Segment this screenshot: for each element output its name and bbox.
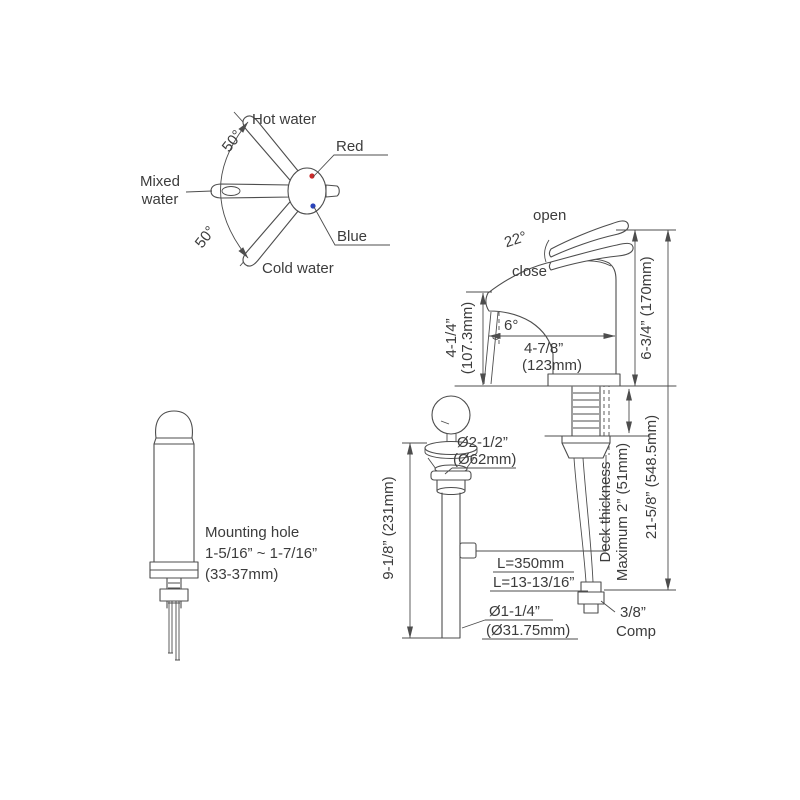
mixed-water-leader — [185, 190, 213, 193]
blue-label: Blue — [337, 228, 367, 245]
drain-knob-stem — [446, 434, 457, 442]
front-shoulder — [153, 437, 195, 445]
mounting-hole-label-1: Mounting hole — [205, 524, 299, 541]
cold-angle-label: 50° — [192, 223, 219, 251]
pivot-nut — [459, 542, 477, 559]
hot-indicator-dot — [309, 173, 315, 179]
connection-type-label: Comp — [616, 623, 656, 640]
drain-length-label: 9-1/8” (231mm) — [380, 476, 397, 579]
water-stream — [483, 311, 499, 385]
drain-tailpipe — [441, 492, 461, 639]
cold-water-label: Cold water — [262, 260, 334, 277]
spout-reach-in-label: 4-7/8” — [524, 340, 563, 357]
pipe-dia-mm-label: (Ø31.75mm) — [486, 622, 570, 639]
drain-taper — [427, 457, 475, 470]
mounting-hole-label-3: (33-37mm) — [205, 566, 278, 583]
rotation-arc — [220, 121, 249, 259]
stream-angle-label: 6° — [504, 317, 518, 334]
deck-thickness-label-1: Deck thickness — [597, 462, 614, 563]
drain-locknut-base — [436, 486, 466, 496]
pipe-dia-in-label: Ø1-1/4” — [489, 603, 540, 620]
mounting-hole-label-2: 1-5/16” ~ 1-7/16” — [205, 545, 317, 562]
drain-knob — [431, 395, 471, 435]
deck-thickness-label-2: Maximum 2” (51mm) — [614, 443, 631, 581]
mounting-nut — [561, 435, 611, 459]
front-supply-tubes — [168, 601, 180, 660]
red-label: Red — [336, 138, 364, 155]
handle-angle-arc — [544, 239, 550, 263]
comp-fitting-end — [583, 603, 599, 614]
spout-reach-mm-label: (123mm) — [522, 357, 582, 374]
comp-fitting-nut — [577, 591, 605, 605]
handle-body-top — [287, 167, 327, 215]
drain-washer — [430, 470, 472, 481]
supply-hose — [573, 457, 594, 583]
drain-flange-rim — [424, 448, 478, 459]
drain-knob-detail — [440, 420, 450, 425]
flange-dia-mm-label: (Ø62mm) — [453, 451, 516, 468]
spout-height-in-label: 4-1/4” — [443, 318, 460, 357]
overall-length-label: 21-5/8” (548.5mm) — [643, 415, 660, 539]
front-mounting-nut — [159, 588, 189, 602]
hose-length-in-label: L=13-13/16” — [493, 574, 574, 591]
faucet-base-flange — [547, 373, 621, 387]
shank — [571, 386, 601, 437]
mixed-water-label-2: water — [141, 191, 179, 208]
hose-length-mm-label: L=350mm — [497, 555, 564, 572]
comp-leader — [600, 600, 616, 613]
top-view-handle-rotation: Hot water 50° Mixed water 50° Cold water… — [140, 111, 390, 277]
comp-fitting-top — [580, 581, 602, 593]
close-label: close — [512, 263, 547, 280]
shank-threads — [573, 392, 599, 429]
spout-tip-top — [325, 184, 340, 198]
spout-height-mm-label: (107.3mm) — [459, 302, 476, 375]
hot-water-label: Hot water — [252, 111, 316, 128]
handle-angle-label: 22° — [502, 228, 529, 251]
handle-closed — [548, 242, 634, 271]
front-body-sides — [153, 443, 195, 563]
front-shank-threads — [168, 582, 180, 604]
connection-size-label: 3/8” — [620, 604, 646, 621]
front-tube-ends — [168, 652, 180, 661]
red-leader — [312, 154, 388, 178]
mixed-water-label-1: Mixed — [140, 173, 180, 190]
blue-leader — [313, 206, 390, 246]
front-view-faucet: Mounting hole 1-5/16” ~ 1-7/16” (33-37mm… — [149, 410, 317, 661]
lever-mixed-position — [210, 183, 295, 199]
popup-pivot-rod — [476, 455, 607, 552]
hose-length-underlines — [490, 571, 588, 592]
handle-open — [548, 220, 629, 258]
hot-angle-label: 50° — [219, 127, 246, 155]
flange-dia-leader — [444, 467, 516, 475]
total-height-label: 6-3/4” (170mm) — [638, 256, 655, 359]
pipe-dia-leader — [461, 619, 578, 640]
flange-dia-in-label: Ø2-1/2” — [457, 434, 508, 451]
front-handle-dome — [155, 410, 193, 439]
side-view-main: open 22° close 6° 4-1/4” (107.3mm) 4-7/8… — [380, 207, 677, 640]
open-label: open — [533, 207, 566, 224]
